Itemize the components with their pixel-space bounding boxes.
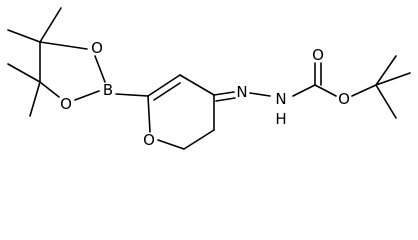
- bond-c-o-ester: [314, 84, 337, 97]
- bond-c6-c5r: [147, 74, 181, 97]
- bond-c5-o2: [39, 81, 60, 98]
- bond-tbu-methyl-right: [375, 72, 411, 86]
- bond-o-c6: [147, 95, 151, 133]
- bond-c4r-n1: [213, 91, 235, 96]
- atom-label-ring-oxygen-top: O: [91, 39, 103, 57]
- bond-methyl-4: [29, 81, 41, 117]
- bond-methyl-3: [7, 63, 41, 83]
- atom-label-hydrazone-n1: N: [236, 83, 247, 101]
- bond-methyl-1: [39, 7, 62, 43]
- atom-label-hydrazone-h: H: [275, 110, 286, 128]
- bond-c2r-o: [157, 139, 185, 150]
- bond-o-cq: [351, 84, 377, 97]
- bond-c5r-c4r: [179, 74, 215, 96]
- bond-o1-b: [94, 55, 106, 83]
- bond-tbu-methyl-bottom: [375, 84, 397, 119]
- atom-label-boron: B: [103, 81, 113, 99]
- bond-tbu-methyl-top: [375, 55, 397, 86]
- atom-label-ester-oxygen: O: [338, 90, 350, 108]
- atom-label-hydrazone-n2: N: [275, 90, 286, 108]
- bond-b-c6: [115, 93, 149, 97]
- bonds: [7, 7, 411, 150]
- bond-n2-c: [292, 84, 316, 97]
- atom-label-pyran-oxygen: O: [143, 131, 155, 149]
- bond-c6-c5r-double: [153, 82, 181, 101]
- chemical-structure-diagram: O O B O N N H O O: [7, 7, 411, 150]
- atom-label-carbonyl-oxygen: O: [312, 46, 324, 64]
- bond-o2-b: [74, 90, 100, 101]
- bond-n1-n2: [249, 92, 271, 97]
- bond-methyl-2: [7, 29, 41, 43]
- bond-c4-o1: [39, 41, 88, 50]
- atom-labels: O O B O N N H O O: [60, 39, 350, 149]
- bond-c3r-c2r: [183, 129, 215, 150]
- bond-c4r-n1-double: [215, 97, 236, 102]
- atom-label-ring-oxygen-bottom: O: [60, 95, 72, 113]
